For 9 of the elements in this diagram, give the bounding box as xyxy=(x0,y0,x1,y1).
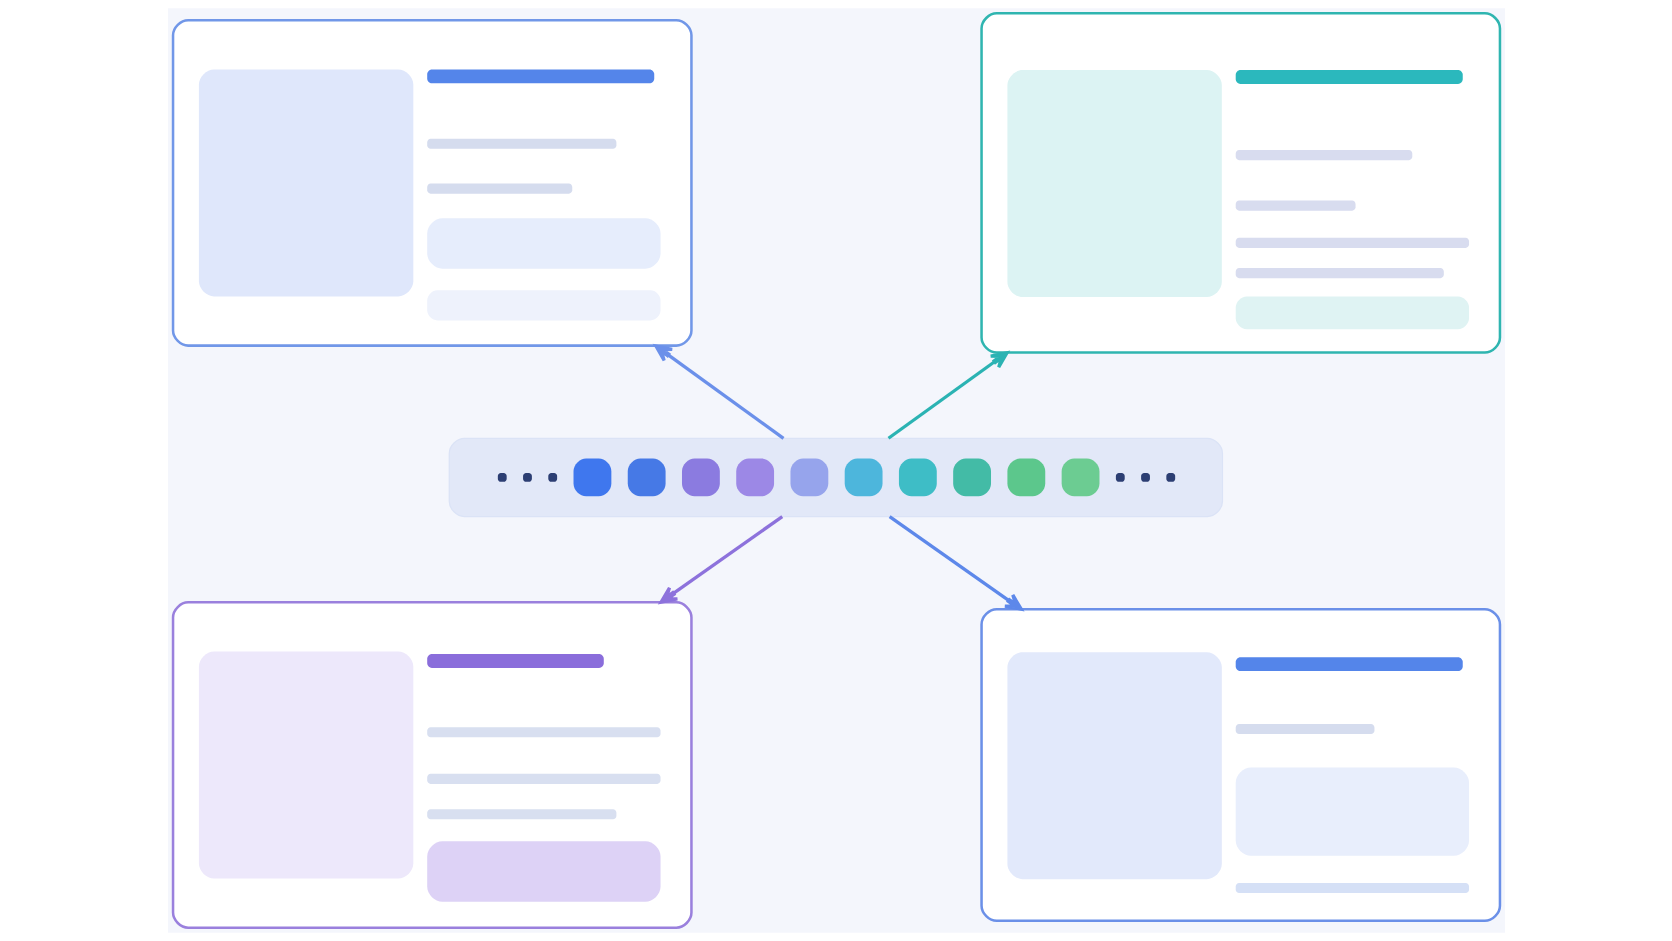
node-box xyxy=(979,608,1501,923)
node-box xyxy=(171,18,693,347)
node-box xyxy=(171,601,693,929)
node-box xyxy=(979,12,1501,354)
node-bar xyxy=(448,437,1223,518)
arrow xyxy=(887,351,1009,440)
arrow xyxy=(658,515,783,604)
arrow xyxy=(888,515,1023,611)
arrow xyxy=(653,344,784,440)
